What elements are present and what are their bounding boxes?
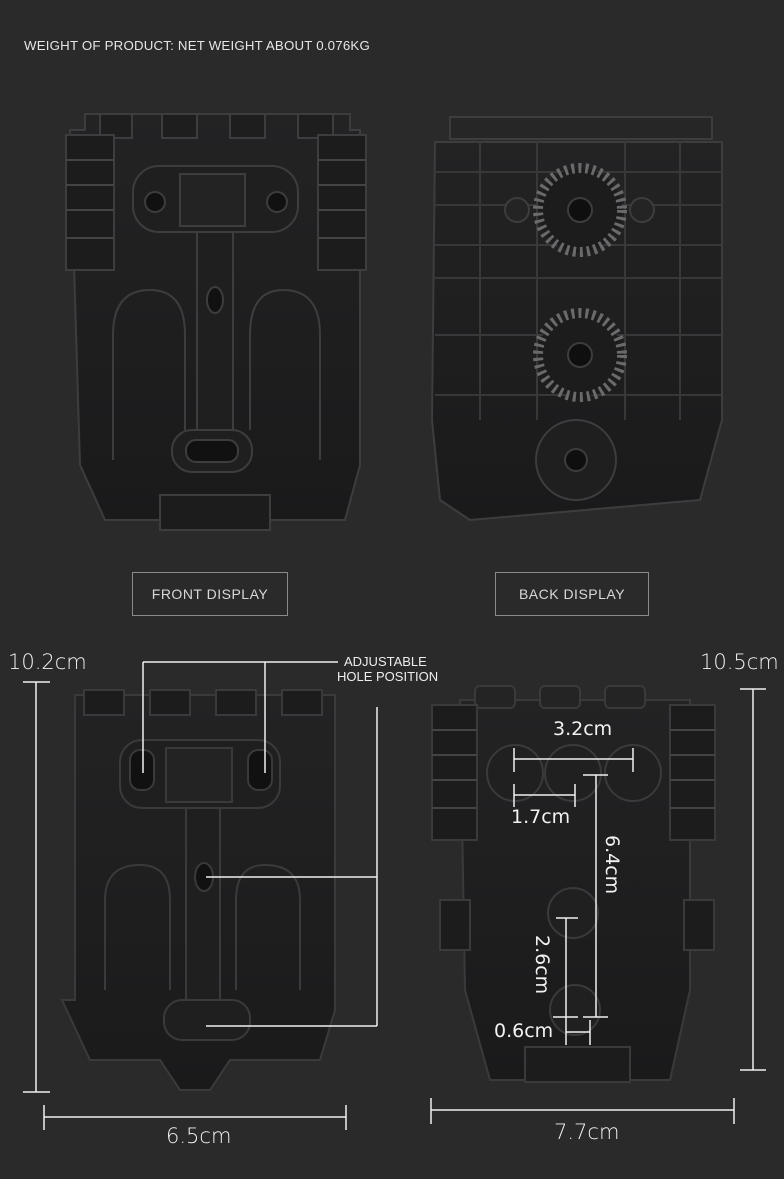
- back-display-label: BACK DISPLAY: [495, 572, 649, 616]
- vertical-long-dimension: 6.4cm: [601, 835, 623, 895]
- vertical-short-dimension: 2.6cm: [531, 935, 553, 995]
- callout-line-1: ADJUSTABLE: [344, 654, 427, 669]
- callout-line-2: HOLE POSITION: [337, 669, 439, 684]
- hole-span-inner-dimension: 1.7cm: [511, 806, 571, 828]
- back-height-dimension: 10.5cm: [700, 650, 779, 674]
- offset-dimension: 0.6cm: [494, 1020, 554, 1042]
- front-plate-image: [65, 113, 367, 531]
- hole-span-outer-dimension: 3.2cm: [553, 718, 613, 740]
- front-display-label: FRONT DISPLAY: [132, 572, 288, 616]
- back-plate-image: [430, 116, 723, 522]
- front-height-dimension: 10.2cm: [8, 650, 87, 674]
- front-width-dimension: 6.5cm: [166, 1124, 232, 1148]
- product-weight-title: WEIGHT OF PRODUCT: NET WEIGHT ABOUT 0.07…: [24, 38, 370, 53]
- back-width-dimension: 7.7cm: [554, 1120, 620, 1144]
- back-dimension-image: [431, 685, 716, 1083]
- front-dimension-image: [60, 689, 336, 1091]
- adjustable-hole-callout: ADJUSTABLE HOLE POSITION: [337, 654, 438, 684]
- dimension-lines: [23, 661, 766, 1130]
